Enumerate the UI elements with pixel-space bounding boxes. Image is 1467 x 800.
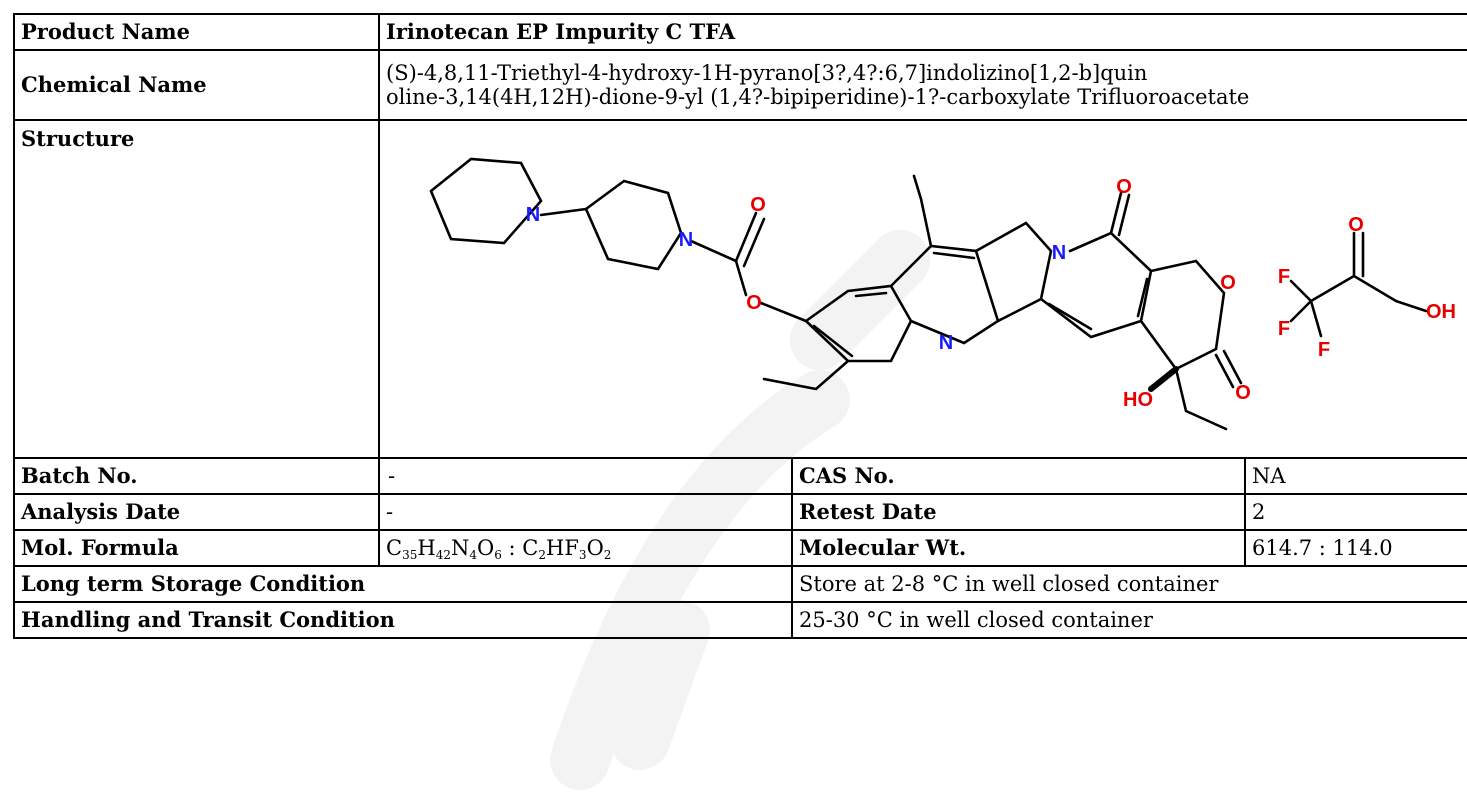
atom-o5: O [1235,382,1251,404]
product-name-value: Irinotecan EP Impurity C TFA [377,13,1467,51]
atom-f1: F [1278,266,1290,288]
handling-value: 25-30 °C in well closed container [790,601,1467,639]
analysis-date-value: - [378,493,793,531]
atom-oh: OH [1426,301,1456,323]
atom-ho: HO [1123,389,1153,411]
analysis-date-label: Analysis Date [13,493,380,531]
atom-o3: O [1116,176,1132,198]
row-chemical-name: Chemical Name (S)-4,8,11-Triethyl-4-hydr… [13,49,1467,121]
chemical-name-label: Chemical Name [13,49,380,121]
handling-label: Handling and Transit Condition [13,601,793,639]
batch-label: Batch No. [13,457,380,495]
row-structure: Structure [13,119,1467,459]
cas-label: CAS No. [791,457,1246,495]
row-analysis: Analysis Date - Retest Date 2 [13,493,1467,531]
row-storage: Long term Storage Condition Store at 2-8… [13,565,1467,603]
retest-date-value: 2 [1243,493,1467,531]
chemical-name-value: (S)-4,8,11-Triethyl-4-hydroxy-1H-pyrano[… [377,49,1467,121]
chemical-structure-diagram: N N O O N N O O O HO O OH F F F [429,157,1456,431]
chemical-name-line-1: (S)-4,8,11-Triethyl-4-hydroxy-1H-pyrano[… [386,60,1148,85]
mol-formula-value: C35H42N4O6 : C2HF3O2 [378,529,793,567]
product-name-label: Product Name [13,13,380,51]
batch-value: - [378,457,793,495]
structure-image-cell: N N O O N N O O O HO O OH F F F [377,119,1467,459]
atom-n1: N [526,204,540,226]
mol-weight-value: 614.7 : 114.0 [1243,529,1467,567]
mol-weight-label: Molecular Wt. [791,529,1246,567]
storage-label: Long term Storage Condition [13,565,793,603]
atom-o1: O [750,194,766,216]
row-handling: Handling and Transit Condition 25-30 °C … [13,601,1467,639]
atom-f3: F [1318,339,1330,361]
mol-formula-label: Mol. Formula [13,529,380,567]
atom-o6: O [1348,214,1364,236]
atom-o4: O [1220,272,1236,294]
structure-label: Structure [13,119,380,459]
row-formula: Mol. Formula C35H42N4O6 : C2HF3O2 Molecu… [13,529,1467,567]
atom-n2: N [679,229,693,251]
cas-value: NA [1243,457,1467,495]
row-batch: Batch No. - CAS No. NA [13,457,1467,495]
retest-date-label: Retest Date [791,493,1246,531]
storage-value: Store at 2-8 °C in well closed container [790,565,1467,603]
atom-o2: O [746,292,762,314]
row-product-name: Product Name Irinotecan EP Impurity C TF… [13,13,1467,51]
atom-n3: N [939,332,953,354]
atom-f2: F [1278,318,1290,340]
mol-formula-text: C35H42N4O6 : C2HF3O2 [386,535,612,562]
atom-n4: N [1052,242,1066,264]
specification-table: Product Name Irinotecan EP Impurity C TF… [13,13,1467,639]
chemical-name-line-2: oline-3,14(4H,12H)-dione-9-yl (1,4?-bipi… [386,85,1250,109]
